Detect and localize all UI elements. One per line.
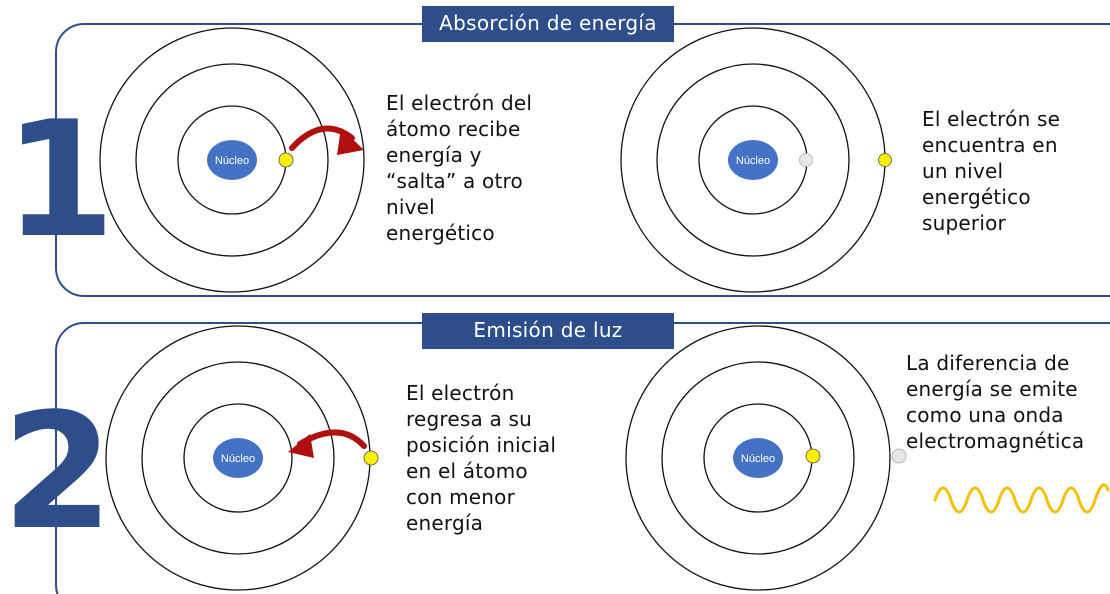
text-line: regresa a su [406, 407, 533, 431]
orbit-middle [661, 361, 855, 555]
panel-1-left-text: El electrón del átomo recibe energía y “… [386, 90, 532, 246]
text-line: un nivel [922, 159, 1004, 183]
text-line: La diferencia de [906, 351, 1070, 375]
text-line: El electrón [406, 381, 515, 405]
electron [278, 152, 294, 168]
text-line: energía y [386, 143, 482, 167]
text-line: con menor [406, 485, 515, 509]
text-line: energía se emite [906, 377, 1078, 401]
text-line: electromagnética [906, 429, 1085, 453]
step-number-1: 1 [4, 86, 116, 273]
nucleus-label: Núcleo [741, 453, 775, 465]
text-line: “salta” a otro [386, 169, 523, 193]
atom-1-right: Núcleo [620, 27, 892, 293]
orbit-outer [625, 325, 891, 591]
text-line: El electrón se [922, 107, 1061, 131]
ghost-electron [799, 153, 813, 167]
atom-1-left: Núcleo [99, 27, 365, 293]
orbit-middle [656, 63, 850, 257]
nucleus [733, 438, 783, 478]
text-line: átomo recibe [386, 117, 521, 141]
nucleus [213, 438, 263, 478]
panel-2-title: Emisión de luz [422, 313, 674, 349]
nucleus-label: Núcleo [221, 453, 255, 465]
atom-2-left: Núcleo [105, 325, 379, 591]
text-line: en el átomo [406, 459, 528, 483]
text-line: posición inicial [406, 433, 557, 457]
orbit-outer [99, 27, 365, 293]
orbit-middle [141, 361, 335, 555]
orbit-inner [183, 403, 293, 513]
panel-2-left-text: El electrón regresa a su posición inicia… [406, 380, 556, 536]
atom-2-right: Núcleo [625, 325, 907, 591]
panel-2-right-text: La diferencia de energía se emite como u… [906, 350, 1084, 454]
text-line: superior [922, 211, 1006, 235]
text-line: encuentra en [922, 133, 1058, 157]
text-line: El electrón del [386, 91, 533, 115]
step-number-2: 2 [2, 378, 114, 565]
orbit-middle [135, 63, 329, 257]
electron [363, 450, 379, 466]
text-line: nivel [386, 195, 435, 219]
panel-1-title: Absorción de energía [422, 6, 674, 42]
text-line: energético [386, 221, 495, 245]
return-arrow-head [288, 434, 314, 458]
electromagnetic-wave [933, 483, 1110, 514]
electron [805, 448, 821, 464]
nucleus-label: Núcleo [736, 155, 770, 167]
text-line: como una onda [906, 403, 1064, 427]
text-line: energía [406, 511, 484, 535]
nucleus-label: Núcleo [215, 155, 249, 167]
electron [878, 153, 892, 167]
jump-arrow-head [337, 128, 364, 155]
nucleus [728, 140, 778, 180]
nucleus [207, 140, 257, 180]
ghost-electron [891, 448, 907, 464]
text-line: energético [922, 185, 1031, 209]
panel-1-right-text: El electrón se encuentra en un nivel ene… [922, 106, 1060, 236]
